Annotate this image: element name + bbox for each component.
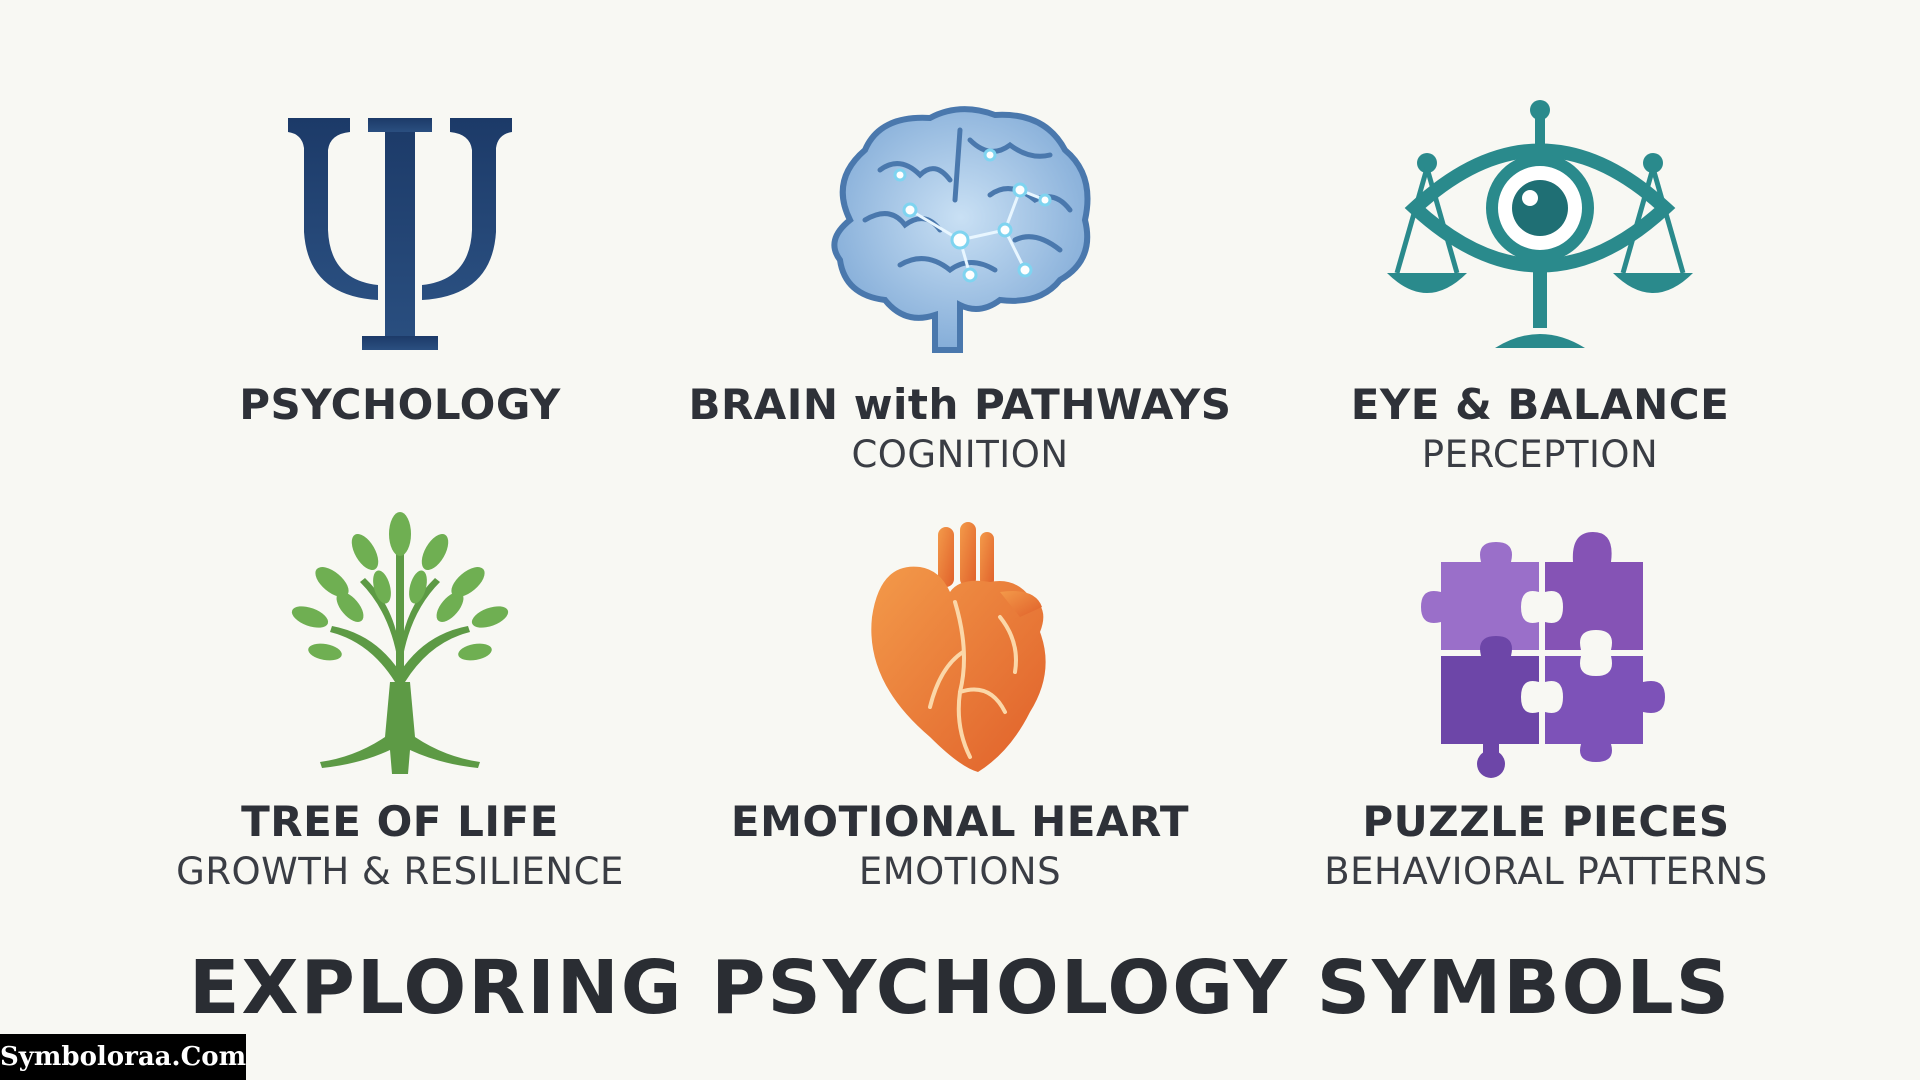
symbol-card-tree: TREE OF LIFE GROWTH & RESILIENCE — [80, 500, 720, 900]
puzzle-icon — [1226, 532, 1866, 792]
symbol-title: PUZZLE PIECES — [1362, 797, 1730, 846]
symbol-subtitle: EMOTIONS — [858, 850, 1062, 893]
page-title: EXPLORING PSYCHOLOGY SYMBOLS — [189, 945, 1731, 1031]
symbol-subtitle: COGNITION — [851, 433, 1069, 476]
symbol-subtitle: GROWTH & RESILIENCE — [176, 850, 624, 893]
brain-icon — [640, 100, 1280, 360]
symbol-title: TREE OF LIFE — [241, 797, 559, 846]
symbol-card-heart: EMOTIONAL HEART EMOTIONS — [640, 500, 1280, 900]
symbol-subtitle: BEHAVIORAL PATTERNS — [1324, 850, 1768, 893]
symbol-title: EYE & BALANCE — [1350, 380, 1730, 429]
tree-icon — [80, 512, 720, 774]
symbol-card-brain: BRAIN with PATHWAYS COGNITION — [640, 0, 1280, 480]
symbol-subtitle: PERCEPTION — [1421, 433, 1659, 476]
watermark: Symboloraa.Com — [0, 1034, 246, 1080]
symbol-title: BRAIN with PATHWAYS — [688, 380, 1232, 429]
psi-icon — [80, 110, 720, 370]
symbol-card-eye-balance: EYE & BALANCE PERCEPTION — [1220, 0, 1860, 480]
symbol-title: PSYCHOLOGY — [239, 380, 561, 429]
symbol-title: EMOTIONAL HEART — [730, 797, 1190, 846]
eye-balance-icon — [1220, 98, 1860, 358]
symbol-card-puzzle: PUZZLE PIECES BEHAVIORAL PATTERNS — [1226, 500, 1866, 900]
symbol-card-psychology: PSYCHOLOGY — [80, 0, 720, 480]
heart-icon — [640, 522, 1280, 782]
